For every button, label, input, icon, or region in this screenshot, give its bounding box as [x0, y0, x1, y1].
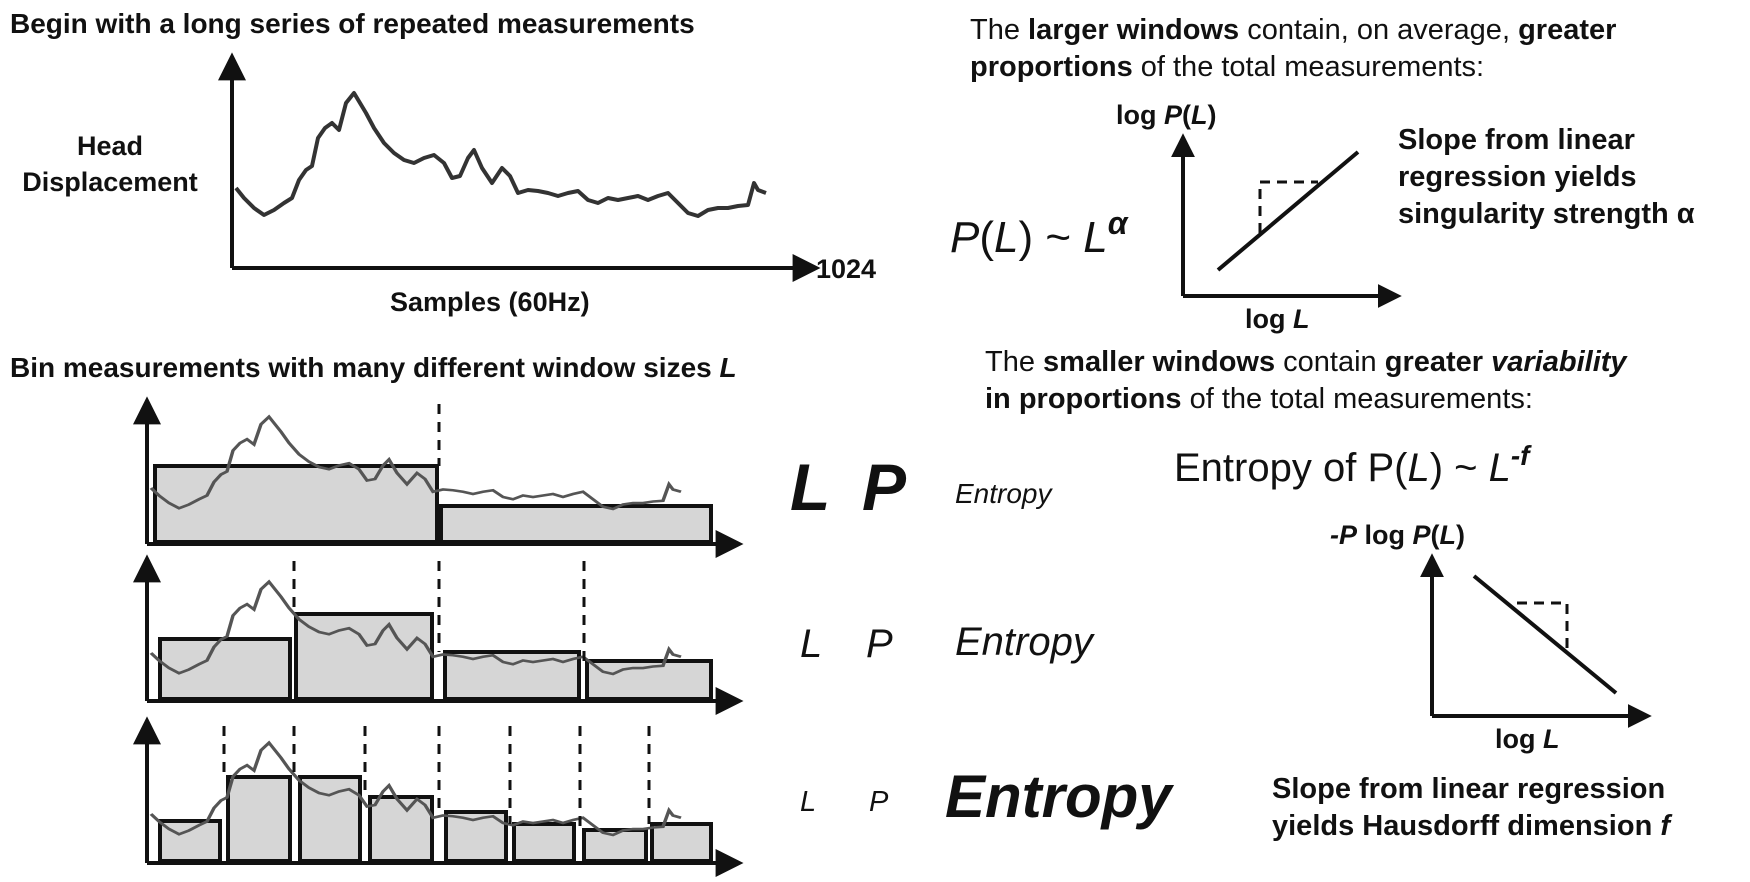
f1-c: L [994, 213, 1019, 262]
formula-power-law: P(L) ~ Lα [950, 205, 1128, 263]
slope2-l1: Slope from linear regression [1272, 773, 1666, 805]
f1-d: ) ~ [1018, 213, 1084, 262]
p2-t1: The [985, 346, 1044, 378]
smaller-windows-paragraph: The smaller windows contain greater vari… [985, 344, 1627, 418]
slope2-l2b-f: f [1660, 810, 1671, 842]
p1-larger-windows: larger windows [1028, 14, 1240, 46]
plot1-x-a: log [1245, 304, 1293, 334]
p2-variability: variability [1491, 346, 1627, 378]
plot1-x-b: L [1293, 304, 1310, 334]
f2-a: Entropy of P( [1174, 446, 1408, 490]
row1-entropy: Entropy [955, 478, 1052, 509]
p1-greater: greater [1518, 14, 1617, 46]
p1-t3: contain, on average, [1239, 14, 1519, 46]
log-log-plot-1 [1171, 133, 1402, 308]
y-label-line1: Head [76, 131, 144, 161]
p2-greater: greater [1384, 346, 1492, 378]
p1-t1: The [970, 14, 1029, 46]
bin-row-3 [133, 716, 744, 877]
row3-p: P [869, 786, 889, 818]
plot1-y-b: P [1164, 100, 1183, 130]
plot2-x-a: log [1495, 724, 1543, 754]
f1-a: P [950, 213, 980, 262]
slope2-l2a: yields Hausdorff dimension [1272, 810, 1661, 842]
row1-l: L [790, 450, 831, 524]
signal-line [234, 91, 768, 218]
entropy-plot-2 [1420, 553, 1652, 728]
x-axis-end-label: 1024 [816, 254, 877, 284]
f1-b: ( [979, 213, 995, 262]
f2-d: L [1488, 446, 1511, 490]
plot2-x-b: L [1543, 724, 1560, 754]
top-signal-plot [218, 52, 821, 282]
f2-b: L [1407, 446, 1430, 490]
p1-t6: of the total measurements: [1132, 51, 1485, 83]
plot2-y-label: -P log P(L) [1330, 520, 1465, 551]
y-axis-label: Head Displacement [0, 128, 220, 200]
row3-entropy: Entropy [945, 763, 1172, 830]
row2-l: L [800, 622, 823, 666]
row3-l: L [800, 786, 817, 818]
f2-sup-f: -f [1510, 440, 1530, 471]
slope1-l3: singularity strength α [1398, 198, 1695, 230]
plot2-x-label: log L [1495, 724, 1560, 755]
row2-p: P [866, 622, 893, 666]
plot1-y-a: log [1116, 100, 1164, 130]
p2-smaller-windows: smaller windows [1043, 346, 1276, 378]
slope-alpha-text: Slope from linear regression yields sing… [1398, 122, 1695, 233]
f1-sup-alpha: α [1107, 205, 1128, 241]
row1-p: P [862, 450, 907, 524]
bin-row-2 [133, 554, 744, 715]
plot1-y-d: L [1191, 100, 1208, 130]
p2-t7: of the total measurements: [1181, 383, 1533, 415]
formula-entropy: Entropy of P(L) ~ L-f [1174, 440, 1530, 491]
plot2-y-f: ) [1456, 520, 1466, 550]
slope1-l2: regression yields [1398, 161, 1637, 193]
plot1-y-c: ( [1182, 100, 1192, 130]
bin-row-1 [133, 396, 744, 558]
plot1-y-e: ) [1207, 100, 1217, 130]
plot2-y-d: ( [1430, 520, 1440, 550]
p2-in-proportions: in proportions [985, 383, 1182, 415]
top-title: Begin with a long series of repeated mea… [10, 8, 695, 39]
slope1-l1: Slope from linear [1398, 124, 1635, 156]
row2-entropy: Entropy [955, 620, 1093, 664]
y-label-line2: Displacement [22, 167, 198, 197]
plot2-y-c: P [1412, 520, 1431, 550]
p1-proportions: proportions [970, 51, 1133, 83]
bin-title-var: L [719, 352, 737, 383]
bin-title-text: Bin measurements with many different win… [10, 352, 720, 383]
bin-title: Bin measurements with many different win… [10, 352, 737, 384]
plot2-y-a: -P [1330, 520, 1357, 550]
f2-c: ) ~ [1429, 446, 1489, 490]
p2-t3: contain [1275, 346, 1385, 378]
plot1-x-label: log L [1245, 304, 1310, 335]
x-axis-label: Samples (60Hz) [390, 287, 590, 317]
slope-hausdorff-text: Slope from linear regression yields Haus… [1272, 771, 1670, 845]
plot2-y-b: log [1357, 520, 1413, 550]
plot1-y-label: log P(L) [1116, 100, 1217, 131]
larger-windows-paragraph: The larger windows contain, on average, … [970, 12, 1616, 86]
plot2-y-e: L [1439, 520, 1457, 550]
f1-e: L [1083, 213, 1108, 262]
